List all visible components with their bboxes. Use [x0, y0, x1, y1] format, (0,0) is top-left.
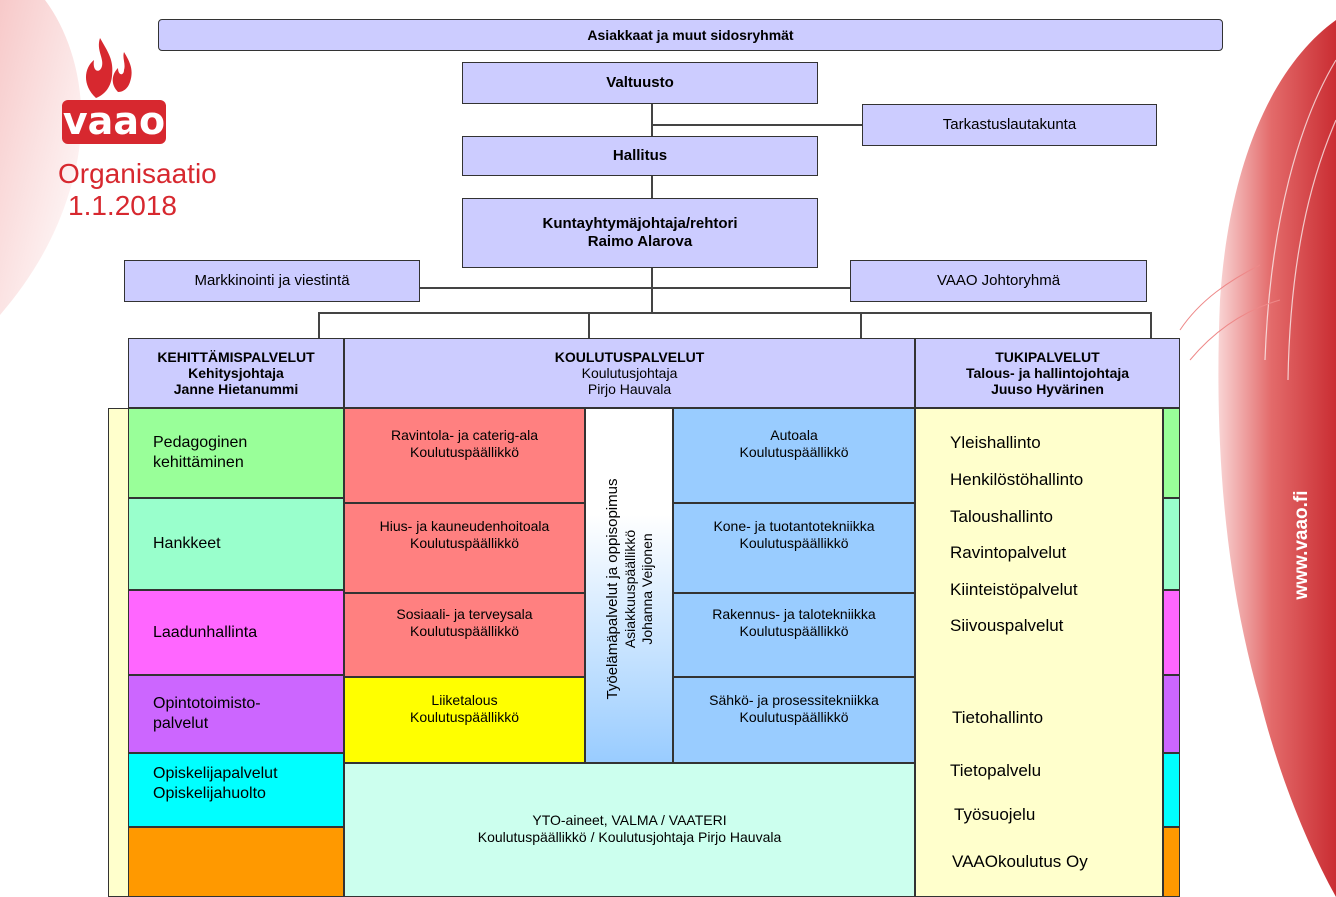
pedagoginen-kehittaminen-cell: Pedagoginen kehittäminen — [128, 408, 344, 498]
title-line1: Organisaatio — [58, 158, 217, 189]
opintotoimistopalvelut-cell: Opintotoimisto- palvelut — [128, 675, 344, 753]
rakennus-cell: Rakennus- ja talotekniikka Koulutuspääll… — [673, 593, 915, 677]
tuki-item: Tietopalvelu — [950, 761, 1042, 780]
right-strip — [1163, 590, 1180, 675]
connector — [318, 312, 1152, 314]
rehtori-box: Kuntayhtymäjohtaja/rehtori Raimo Alarova — [462, 198, 818, 268]
tuki-item: Yleishallinto — [950, 433, 1041, 452]
connector — [860, 312, 862, 338]
sosiaali-cell: Sosiaali- ja terveysala Koulutuspäällikk… — [344, 593, 585, 677]
page-title: Organisaatio 1.1.2018 — [58, 158, 217, 222]
right-strip — [1163, 408, 1180, 498]
tyoelama-column: Työelämäpalvelut ja oppisopimus Asiakkuu… — [585, 408, 673, 763]
yto-cell: YTO-aineet, VALMA / VAATERI Koulutuspääl… — [344, 763, 915, 897]
markkinointi-box: Markkinointi ja viestintä — [124, 260, 420, 302]
hallitus-box: Hallitus — [462, 136, 818, 176]
koulutuspalvelut-header: KOULUTUSPALVELUT Koulutusjohtaja Pirjo H… — [344, 338, 915, 408]
left-edge-strip — [108, 408, 130, 897]
right-strip — [1163, 753, 1180, 827]
kone-cell: Kone- ja tuotantotekniikka Koulutuspääll… — [673, 503, 915, 593]
connector — [1150, 312, 1152, 338]
ravintola-cell: Ravintola- ja caterig-ala Koulutuspäälli… — [344, 408, 585, 503]
valtuusto-box: Valtuusto — [462, 62, 818, 104]
logo-badge: vaao — [62, 100, 166, 144]
tuki-item: Tietohallinto — [952, 708, 1044, 727]
tuki-item: VAAOkoulutus Oy — [952, 852, 1088, 871]
stakeholders-bar: Asiakkaat ja muut sidosryhmät — [158, 19, 1223, 51]
tukipalvelut-header: TUKIPALVELUT Talous- ja hallintojohtaja … — [915, 338, 1180, 408]
liiketalous-cell: Liiketalous Koulutuspäällikkö — [344, 677, 585, 763]
tuki-item: Työsuojelu — [954, 805, 1036, 824]
flame-icon — [86, 38, 132, 98]
connector — [651, 176, 653, 198]
autoala-cell: Autoala Koulutuspäällikkö — [673, 408, 915, 503]
right-strip — [1163, 498, 1180, 590]
sahko-cell: Sähkö- ja prosessitekniikka Koulutuspääl… — [673, 677, 915, 763]
johtoryhma-box: VAAO Johtoryhmä — [850, 260, 1147, 302]
connector — [588, 312, 590, 338]
hankkeet-cell: Hankkeet — [128, 498, 344, 590]
right-decoration — [1179, 20, 1336, 897]
tuki-item: Ravintopalvelut — [950, 543, 1067, 562]
connector — [651, 104, 653, 136]
tukipalvelut-column: Yleishallinto Henkilöstöhallinto Taloush… — [915, 408, 1163, 897]
orange-cell — [128, 827, 344, 897]
title-line2: 1.1.2018 — [68, 190, 177, 221]
right-strip — [1163, 827, 1180, 897]
laadunhallinta-cell: Laadunhallinta — [128, 590, 344, 675]
tuki-item: Kiinteistöpalvelut — [950, 580, 1078, 599]
tuki-item: Siivouspalvelut — [950, 616, 1064, 635]
right-strip — [1163, 675, 1180, 753]
left-decoration — [0, 0, 82, 315]
connector — [318, 312, 320, 338]
connector — [420, 287, 850, 289]
tarkastuslautakunta-box: Tarkastuslautakunta — [862, 104, 1157, 146]
kehittamispalvelut-header: KEHITTÄMISPALVELUT Kehitysjohtaja Janne … — [128, 338, 344, 408]
logo-text: vaao — [62, 99, 166, 143]
connector — [651, 124, 862, 126]
hius-cell: Hius- ja kauneudenhoitoala Koulutuspääll… — [344, 503, 585, 593]
tuki-item: Taloushallinto — [950, 507, 1054, 526]
tuki-item: Henkilöstöhallinto — [950, 470, 1084, 489]
opiskelijapalvelut-cell: Opiskelijapalvelut Opiskelijahuolto — [128, 753, 344, 827]
connector — [651, 268, 653, 313]
